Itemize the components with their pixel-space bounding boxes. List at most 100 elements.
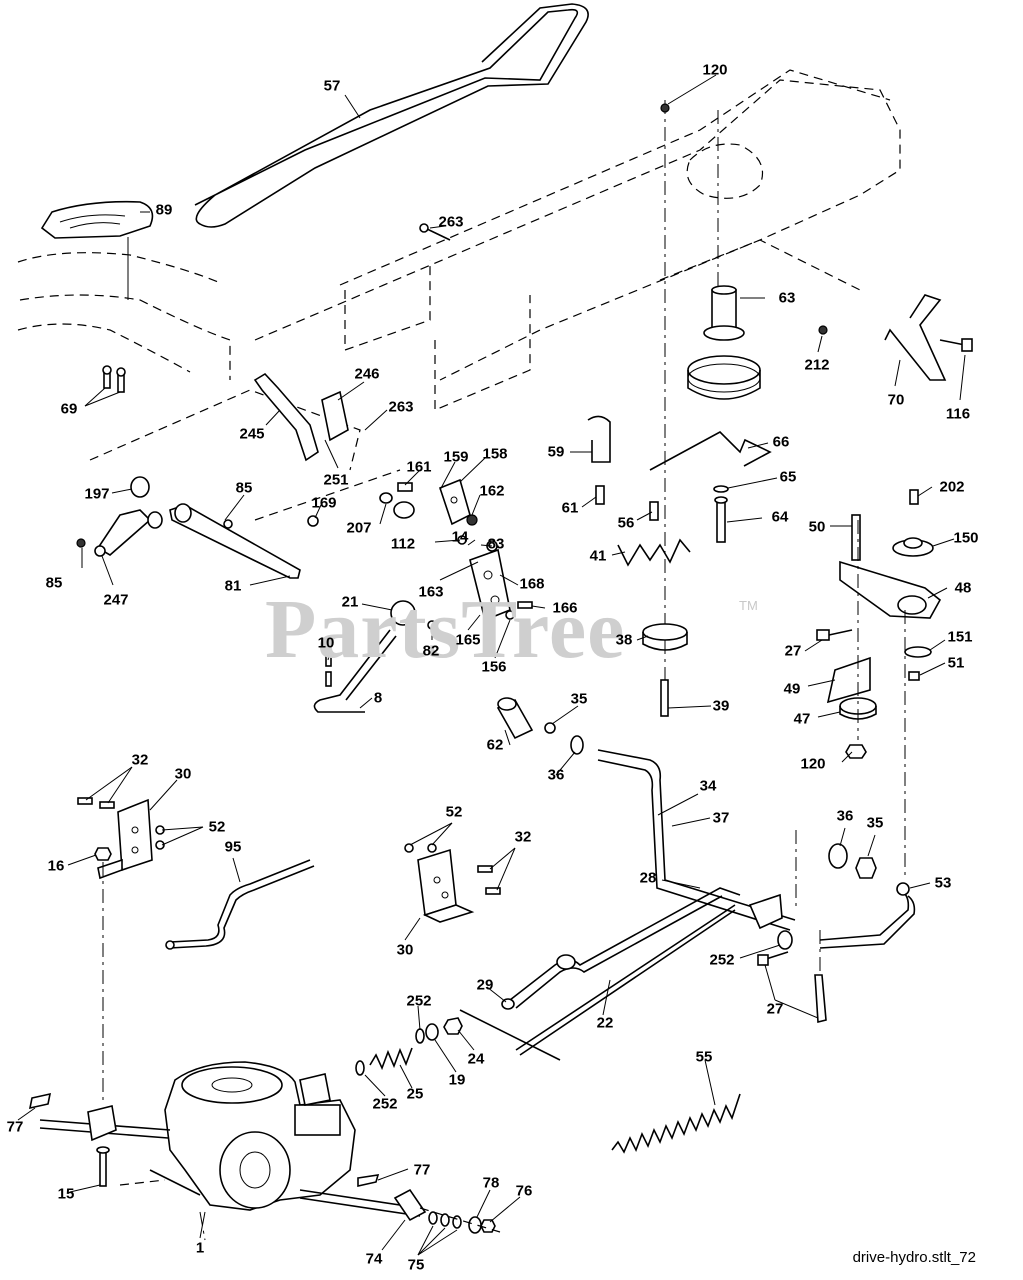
diagram-caption: drive-hydro.stlt_72 [852, 1249, 976, 1266]
part-label: 25 [406, 1085, 424, 1103]
part-label: 77 [413, 1161, 431, 1179]
part-label: 30 [174, 765, 192, 783]
part-label: 28 [639, 869, 657, 887]
part-label: 81 [224, 577, 242, 595]
part-label: 85 [45, 574, 63, 592]
part-label: 62 [486, 736, 504, 754]
part-label: 47 [793, 710, 811, 728]
part-label: 38 [615, 631, 633, 649]
watermark: PartsTree [265, 583, 626, 676]
seat-bracket-89 [40, 200, 154, 239]
part-label: 32 [131, 751, 149, 769]
spring-55 [611, 1093, 741, 1154]
part-label: 212 [804, 356, 830, 374]
bracket-245 [253, 372, 319, 462]
part-label: 85 [235, 479, 253, 497]
part-label: 78 [482, 1174, 500, 1192]
part-label: 37 [712, 809, 730, 827]
part-label: 95 [224, 838, 242, 856]
trademark-mark: TM [739, 598, 758, 613]
part-label: 24 [467, 1050, 485, 1068]
part-label: 112 [390, 535, 416, 553]
part-label: 120 [702, 61, 728, 79]
part-label: 197 [84, 485, 110, 503]
part-label: 89 [155, 201, 173, 219]
part-label: 168 [519, 575, 545, 593]
part-label: 74 [365, 1250, 383, 1268]
bolts-69 [102, 365, 126, 393]
part-label: 36 [547, 766, 565, 784]
pulley-63 [687, 285, 761, 400]
part-label: 14 [451, 528, 469, 546]
part-label: 246 [354, 365, 380, 383]
part-label: 251 [323, 471, 349, 489]
linkage-plate-165 [469, 548, 511, 622]
part-label: 35 [570, 690, 588, 708]
part-label: 56 [617, 514, 635, 532]
part-label: 52 [208, 818, 226, 836]
part-label: 35 [866, 814, 884, 832]
part-label: 29 [476, 976, 494, 994]
part-label: 50 [808, 518, 826, 536]
part-label: 159 [443, 448, 469, 466]
part-label: 34 [699, 777, 717, 795]
part-label: 21 [341, 593, 359, 611]
part-label: 70 [887, 391, 905, 409]
linkage-plate-158 [439, 478, 471, 526]
part-label: 52 [445, 803, 463, 821]
part-label: 49 [783, 680, 801, 698]
part-label: 161 [406, 458, 432, 476]
part-label: 55 [695, 1048, 713, 1066]
part-label: 61 [561, 499, 579, 517]
part-label: 30 [396, 941, 414, 959]
spring-70 [884, 294, 973, 381]
part-label: 156 [481, 658, 507, 676]
part-label: 36 [836, 807, 854, 825]
part-label: 202 [939, 478, 965, 496]
part-label: 8 [373, 689, 383, 707]
part-label: 66 [772, 433, 790, 451]
part-label: 252 [406, 992, 432, 1010]
part-label: 150 [953, 529, 979, 547]
part-label: 83 [487, 535, 505, 553]
bracket-246 [321, 390, 349, 442]
part-label: 77 [6, 1118, 24, 1136]
part-label: 82 [422, 642, 440, 660]
part-label: 252 [372, 1095, 398, 1113]
part-label: 63 [778, 289, 796, 307]
part-label: 41 [589, 547, 607, 565]
part-label: 27 [766, 1000, 784, 1018]
part-label: 59 [547, 443, 565, 461]
part-label: 57 [323, 77, 341, 95]
part-label: 252 [709, 951, 735, 969]
part-label: 75 [407, 1256, 425, 1274]
part-label: 27 [784, 642, 802, 660]
part-label: 207 [346, 519, 372, 537]
part-label: 116 [945, 405, 971, 423]
part-label: 10 [317, 634, 335, 652]
part-label: 263 [388, 398, 414, 416]
part-label: 48 [954, 579, 972, 597]
drive-belt-57 [194, 3, 589, 228]
part-label: 15 [57, 1185, 75, 1203]
part-label: 16 [47, 857, 65, 875]
part-label: 158 [482, 445, 508, 463]
part-label: 76 [515, 1182, 533, 1200]
part-label: 151 [947, 628, 973, 646]
part-label: 22 [596, 1014, 614, 1032]
part-label: 166 [552, 599, 578, 617]
part-label: 263 [438, 213, 464, 231]
part-label: 69 [60, 400, 78, 418]
part-label: 247 [103, 591, 129, 609]
part-label: 245 [239, 425, 265, 443]
part-label: 163 [418, 583, 444, 601]
part-label: 1 [195, 1239, 205, 1257]
part-label: 162 [479, 482, 505, 500]
part-label: 32 [514, 828, 532, 846]
part-label: 165 [455, 631, 481, 649]
part-label: 51 [947, 654, 965, 672]
part-label: 39 [712, 697, 730, 715]
transmission-1 [28, 1061, 421, 1241]
part-label: 120 [800, 755, 826, 773]
